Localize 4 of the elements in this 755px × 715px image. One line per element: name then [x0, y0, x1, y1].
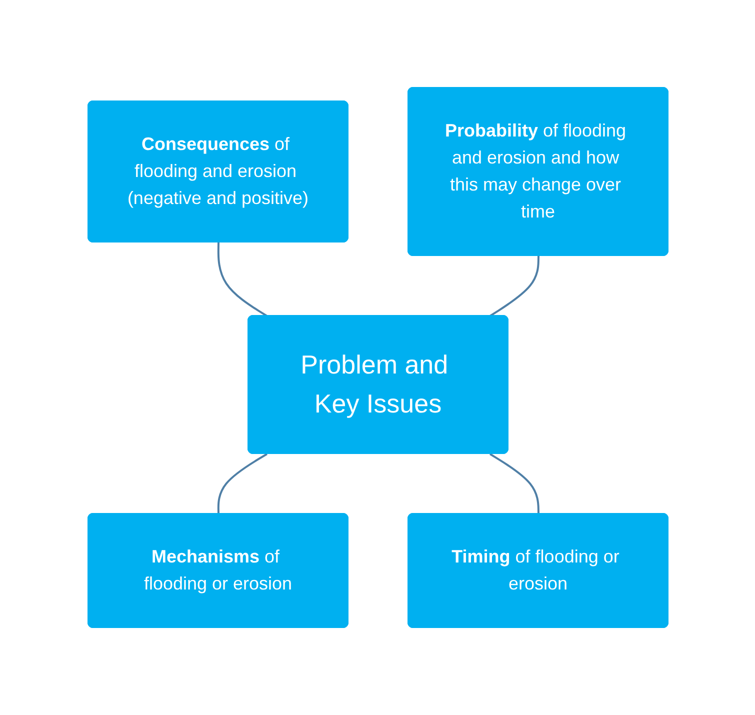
connector: [216, 242, 268, 317]
connector: [216, 453, 267, 514]
connector: [489, 453, 539, 514]
connector: [488, 256, 539, 317]
